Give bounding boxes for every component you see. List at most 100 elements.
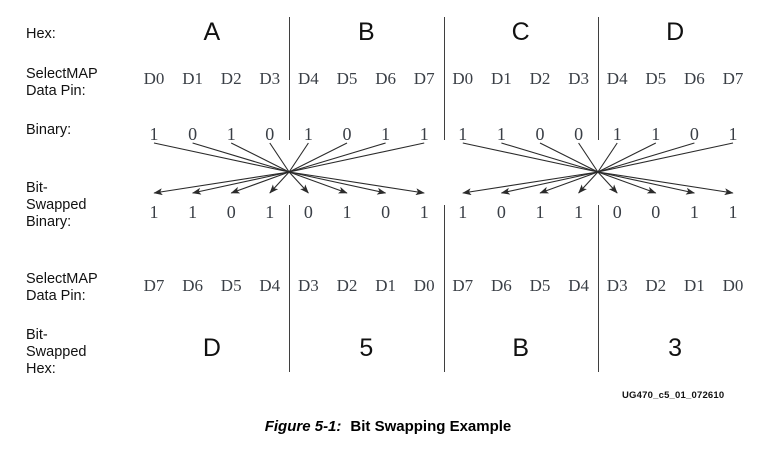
hex-bottom-1: 5 [359, 334, 374, 362]
hex-bottom-3: 3 [668, 334, 683, 362]
fan-out-arrow-0-5 [230, 171, 290, 194]
row-label-swapped-hex: Bit- Swapped Hex: [26, 327, 87, 377]
binary-bit-12: 1 [612, 124, 622, 144]
binary-bit-9: 1 [496, 124, 506, 144]
data-pin-top-15: D7 [722, 69, 744, 88]
hex-top-2: C [511, 18, 530, 46]
swapped-bit-3: 1 [265, 202, 275, 222]
fan-in-line-1-0 [462, 142, 599, 173]
data-pin-bottom-15: D0 [722, 276, 744, 295]
swapped-bit-13: 0 [651, 202, 661, 222]
fan-out-arrow-1-1 [597, 171, 695, 195]
binary-bit-1: 0 [188, 124, 198, 144]
data-pin-bottom-6: D1 [375, 276, 396, 295]
swapped-bit-15: 1 [728, 202, 738, 222]
data-pin-top-0: D0 [143, 69, 165, 88]
fan-in-line-1-5 [597, 142, 657, 173]
fan-out-arrow-1-3 [597, 171, 618, 194]
swapped-bit-2: 0 [226, 202, 236, 222]
fan-out-arrow-0-2 [288, 171, 348, 194]
fan-out-arrow-1-4 [578, 171, 599, 194]
fan-in-line-0-0 [153, 142, 290, 173]
nibble-divider-1-0 [444, 17, 445, 140]
binary-bit-14: 0 [689, 124, 699, 144]
fan-in-line-0-5 [288, 142, 348, 173]
data-pin-bottom-1: D6 [182, 276, 203, 295]
hex-top-1: B [357, 18, 375, 46]
nibble-divider-0-1 [289, 205, 290, 372]
swapped-bit-9: 0 [496, 202, 506, 222]
figure-caption: Figure 5-1: Bit Swapping Example [0, 418, 776, 435]
swapped-bit-4: 0 [303, 202, 313, 222]
data-pin-bottom-11: D4 [568, 276, 589, 295]
fan-in-line-1-3 [578, 142, 599, 173]
caption-number: Figure 5-1: [264, 418, 342, 435]
hex-top-3: D [666, 18, 685, 46]
row-label-hex: Hex: [26, 26, 56, 42]
row-label-data-pin-bottom: SelectMAP Data Pin: [26, 271, 98, 304]
swapped-bit-12: 0 [612, 202, 622, 222]
fan-in-line-0-6 [288, 142, 386, 173]
data-pin-bottom-7: D0 [413, 276, 435, 295]
data-pin-top-4: D4 [298, 69, 319, 88]
data-pin-top-12: D4 [606, 69, 628, 88]
fan-out-arrow-0-0 [289, 171, 425, 196]
fan-in-line-0-4 [288, 142, 309, 173]
data-pin-top-11: D3 [568, 69, 589, 88]
data-pin-top-9: D1 [491, 69, 512, 88]
binary-bit-3: 0 [265, 124, 275, 144]
swapped-bit-10: 1 [535, 202, 545, 222]
swapped-bit-11: 1 [574, 202, 584, 222]
binary-bit-0: 1 [149, 124, 159, 144]
fan-in-line-1-1 [501, 142, 599, 173]
fan-out-arrow-0-1 [288, 171, 387, 195]
swapped-bit-6: 0 [381, 202, 391, 222]
binary-bit-15: 1 [728, 124, 738, 144]
swapped-bit-14: 1 [689, 202, 699, 222]
data-pin-top-6: D6 [375, 69, 396, 88]
fan-in-line-1-4 [597, 142, 618, 173]
nibble-divider-2-0 [598, 17, 599, 140]
data-pin-top-14: D6 [684, 69, 705, 88]
data-pin-top-13: D5 [645, 69, 667, 88]
binary-bit-13: 1 [651, 124, 661, 144]
data-pin-bottom-9: D6 [491, 276, 512, 295]
binary-bit-2: 1 [226, 124, 236, 144]
figure-id-label: UG470_c5_01_072610 [622, 390, 725, 401]
fan-in-line-0-2 [230, 142, 290, 173]
swapped-bit-7: 1 [419, 202, 429, 222]
fan-in-line-1-7 [597, 142, 734, 173]
data-pin-bottom-5: D2 [336, 276, 358, 295]
data-pin-bottom-2: D5 [220, 276, 242, 295]
fan-out-arrow-1-7 [462, 171, 598, 196]
fan-in-line-0-1 [192, 142, 290, 173]
fan-out-arrow-0-6 [192, 171, 290, 195]
fan-in-line-0-3 [269, 142, 290, 173]
binary-bit-10: 0 [535, 124, 545, 144]
data-pin-bottom-3: D4 [259, 276, 281, 295]
hex-top-0: A [203, 18, 221, 46]
fan-in-line-0-7 [288, 142, 425, 173]
swapped-bit-5: 1 [342, 202, 352, 222]
data-pin-bottom-0: D7 [143, 276, 165, 295]
fan-out-arrow-1-5 [539, 171, 599, 194]
data-pin-bottom-4: D3 [298, 276, 319, 295]
hex-bottom-0: D [202, 334, 221, 362]
fan-in-line-1-6 [597, 142, 695, 173]
swapped-bit-8: 1 [458, 202, 468, 222]
hex-bottom-2: B [512, 334, 530, 362]
nibble-divider-0-0 [289, 17, 290, 140]
fan-in-line-1-2 [539, 142, 599, 173]
data-pin-bottom-12: D3 [606, 276, 628, 295]
fan-out-arrow-1-2 [597, 171, 657, 194]
data-pin-top-3: D3 [259, 69, 281, 88]
fan-out-arrow-0-7 [153, 171, 290, 196]
data-pin-bottom-13: D2 [645, 276, 667, 295]
swapped-bit-1: 1 [188, 202, 198, 222]
binary-bit-4: 1 [303, 124, 313, 144]
data-pin-bottom-10: D5 [529, 276, 551, 295]
binary-bit-6: 1 [381, 124, 391, 144]
caption-title: Bit Swapping Example [350, 418, 512, 435]
nibble-divider-1-1 [444, 205, 445, 372]
